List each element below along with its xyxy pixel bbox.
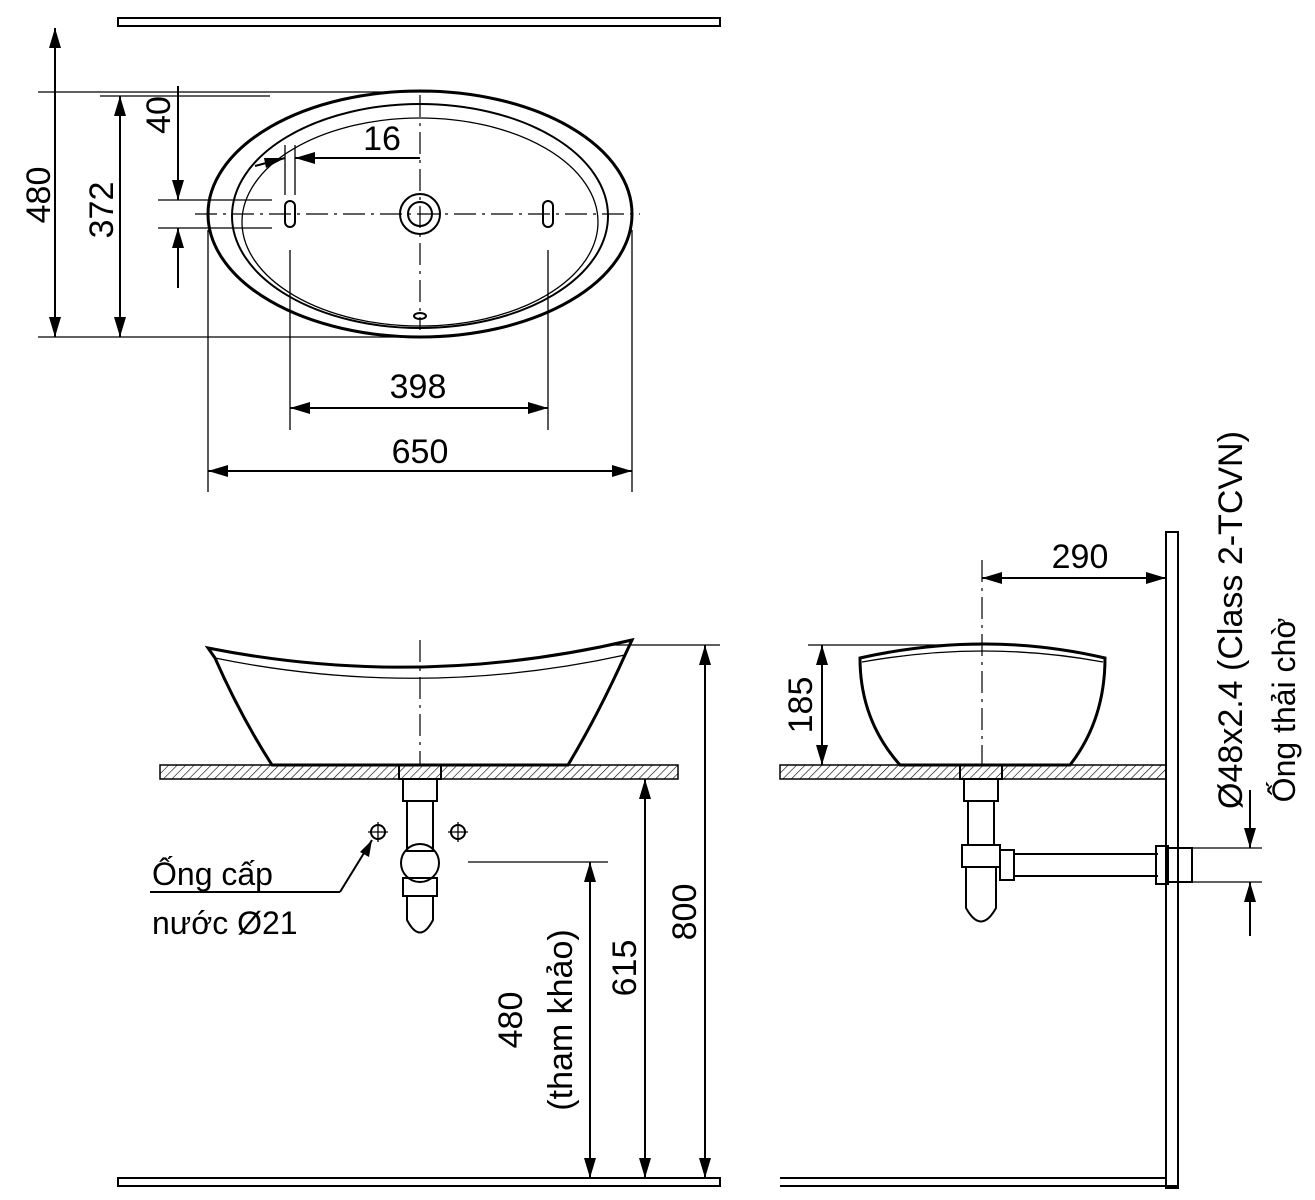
front-drain-pipe (406, 800, 434, 852)
front-trap-bottom (406, 896, 434, 934)
side-trap-outlet-nut (999, 849, 1015, 881)
side-view: 290 185 Ø48x2.4 (Class 2-TCVN) Ống thải … (779, 431, 1302, 1189)
front-drain-nut (402, 778, 438, 802)
dim-counter-height: 615 (606, 940, 644, 997)
dim-depth-total: 480 (20, 167, 58, 224)
dim-width-total: 650 (392, 433, 449, 471)
dim-hole-offset: 40 (140, 96, 178, 134)
drain-spec-label: Ø48x2.4 (Class 2-TCVN) (1212, 431, 1250, 809)
side-wall-pipe-stub (1167, 847, 1193, 883)
supply-label-line2: nước Ø21 (152, 905, 298, 941)
side-basin-rim (861, 650, 1104, 663)
side-trap-bottle (965, 867, 997, 923)
dim-hole-spacing: 398 (390, 368, 447, 406)
drain-note-label: Ống thải chờ (1266, 618, 1302, 803)
dim-hole-width: 16 (363, 120, 401, 158)
front-view: Ống cấp nước Ø21 480 (tham khảo) 615 800 (117, 637, 721, 1187)
side-drain-nut (963, 778, 999, 802)
front-trap-nut (402, 877, 438, 897)
side-countertop (779, 764, 1167, 780)
dim-supply-height: 480 (492, 992, 530, 1049)
front-countertop (159, 764, 679, 780)
side-trap-nut (961, 844, 1001, 868)
front-trap-body (400, 843, 440, 883)
top-wall-plate (117, 17, 721, 27)
dim-depth-bowl: 372 (83, 182, 121, 239)
dim-supply-height-note: (tham khảo) (542, 929, 580, 1110)
front-floor-plate (117, 1177, 721, 1187)
top-view: 480 372 40 16 398 650 (20, 17, 721, 492)
dim-basin-height: 185 (782, 677, 820, 734)
dim-height-total: 800 (666, 884, 704, 941)
side-wall (1165, 531, 1179, 1189)
dim-wall-distance: 290 (1052, 538, 1109, 576)
front-basin-body (204, 637, 635, 767)
supply-label-line1: Ống cấp (152, 856, 273, 892)
side-drain-pipe (967, 800, 995, 846)
